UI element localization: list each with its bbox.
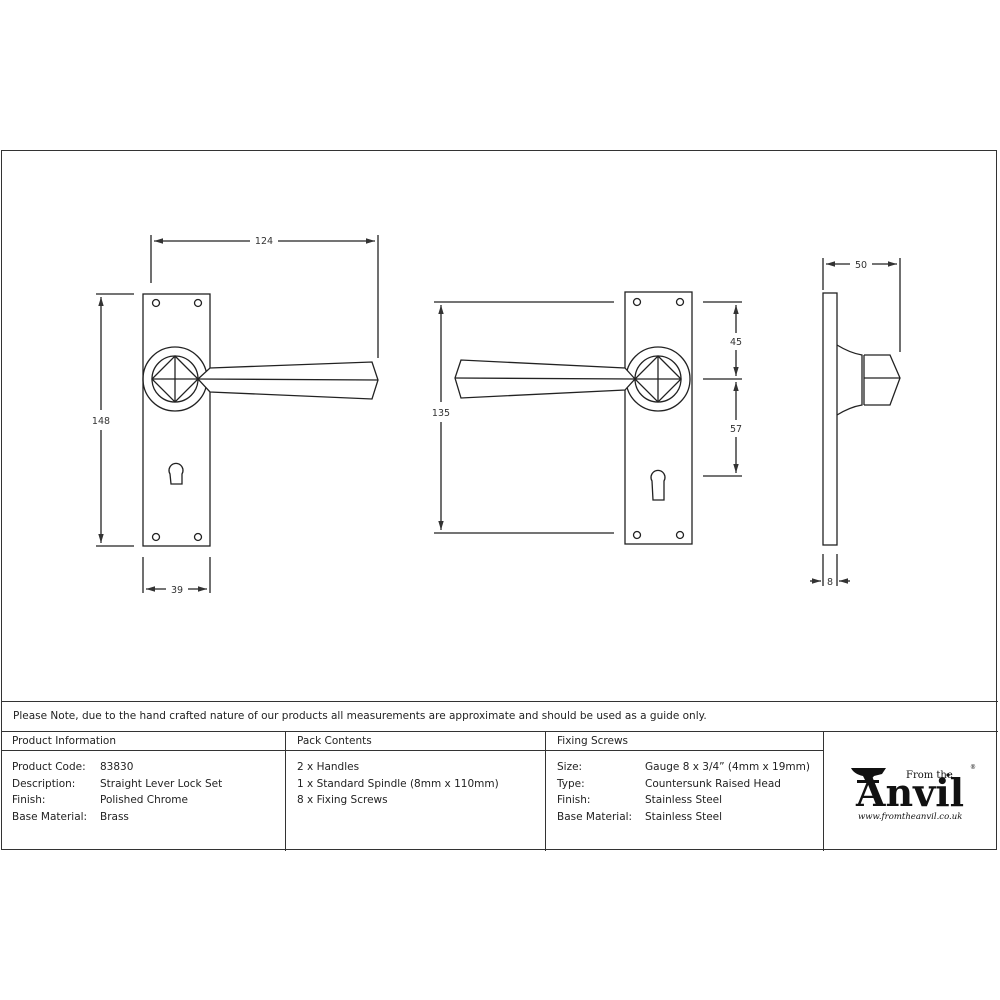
- product-table: Product Information Product Code:83830 D…: [1, 731, 998, 851]
- dim-57: 57: [730, 424, 742, 435]
- pack-item: 8 x Fixing Screws: [297, 794, 388, 807]
- anvil-icon: [851, 768, 886, 783]
- side-view: [810, 258, 901, 586]
- dim-135: 135: [432, 408, 450, 419]
- product-info-row: Base Material:Brass: [12, 810, 129, 823]
- svg-text:www.fromtheanvil.co.uk: www.fromtheanvil.co.uk: [858, 812, 962, 822]
- screw-row: Size:Gauge 8 x 3/4” (4mm x 19mm): [557, 761, 810, 774]
- divider: [823, 732, 824, 851]
- dim-148: 148: [92, 416, 110, 427]
- product-info-row: Product Code:83830: [12, 761, 134, 774]
- screw-row: Finish:Stainless Steel: [557, 794, 723, 807]
- dim-45: 45: [730, 337, 742, 348]
- product-info-row: Description:Straight Lever Lock Set: [12, 777, 223, 790]
- fixing-screws-header: Fixing Screws: [546, 732, 824, 751]
- measurement-note: Please Note, due to the hand crafted nat…: [1, 701, 998, 732]
- product-information-header: Product Information: [1, 732, 286, 751]
- divider: [545, 732, 546, 851]
- product-info-row: Finish:Polished Chrome: [12, 794, 188, 807]
- svg-text:®: ®: [970, 764, 976, 771]
- pack-item: 2 x Handles: [297, 761, 360, 774]
- from-the-anvil-logo: From the ® Anvil www.fromtheanvil.co.uk: [824, 732, 998, 851]
- svg-text:Anvil: Anvil: [855, 770, 964, 815]
- pack-item: 1 x Standard Spindle (8mm x 110mm): [297, 777, 499, 790]
- technical-drawing: 124 148 39 135 45 57 50 8: [92, 235, 901, 596]
- dim-50: 50: [855, 260, 867, 271]
- rear-view: [434, 291, 742, 545]
- product-information-section: Product Information Product Code:83830 D…: [1, 732, 286, 851]
- pack-contents-section: Pack Contents 2 x Handles 1 x Standard S…: [286, 732, 546, 851]
- divider: [285, 732, 286, 851]
- dim-124: 124: [255, 236, 273, 247]
- pack-contents-header: Pack Contents: [286, 732, 546, 751]
- screw-row: Base Material:Stainless Steel: [557, 810, 723, 823]
- screw-row: Type:Countersunk Raised Head: [557, 777, 781, 790]
- svg-text:From the: From the: [906, 770, 953, 781]
- dim-39: 39: [171, 585, 183, 596]
- front-view: [96, 235, 379, 593]
- dim-8: 8: [827, 577, 833, 588]
- drawing-sheet: [1, 150, 997, 850]
- fixing-screws-section: Fixing Screws Size:Gauge 8 x 3/4” (4mm x…: [546, 732, 824, 851]
